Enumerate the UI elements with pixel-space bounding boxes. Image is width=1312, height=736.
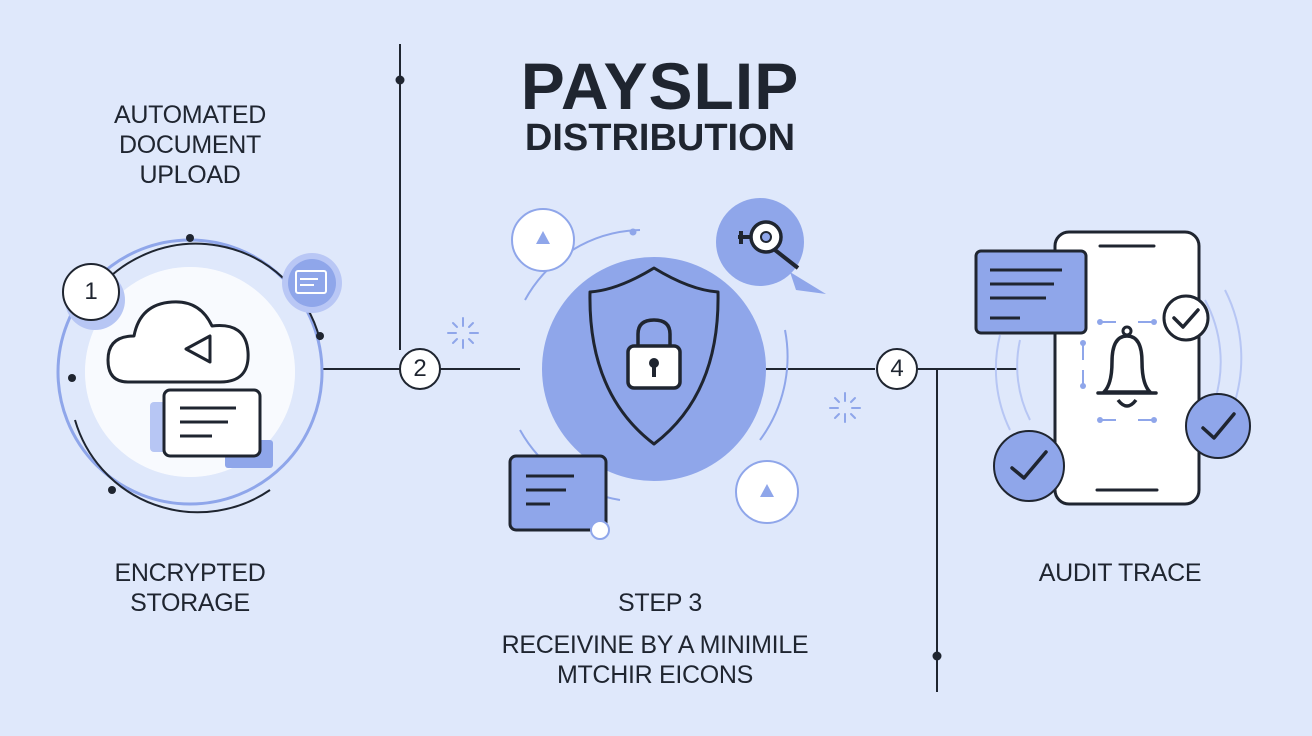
step3-heading: STEP 3: [618, 589, 702, 617]
step1-top-line: AUTOMATED: [114, 101, 266, 129]
step1-bottom-line: STORAGE: [130, 589, 250, 617]
message-card-icon: [974, 249, 1088, 335]
alert-icon: [511, 208, 575, 272]
step4-illustration: [994, 289, 1243, 431]
step1-bottom-label: ENCRYPTED STORAGE: [70, 558, 310, 618]
document-icon: [150, 388, 273, 468]
step1-badge: [62, 263, 125, 330]
connector-lines: [322, 44, 1018, 692]
step3-caption-line: MTCHIR EICONS: [556, 661, 754, 689]
receipt-badge-icon: [282, 253, 342, 313]
page-subtitle: DISTRIBUTION: [524, 117, 796, 159]
step1-top-line: DOCUMENT: [118, 131, 262, 159]
bell-icon: [1080, 319, 1158, 423]
sparkle-icon: [447, 317, 479, 349]
step4-number: 4: [890, 355, 904, 382]
check-icon: [1162, 294, 1210, 342]
check-icon: [993, 430, 1065, 502]
chat-document-icon: [508, 454, 610, 540]
sparkle-icon: [829, 392, 861, 423]
page-title: PAYSLIP: [520, 49, 800, 123]
step2-badge: [399, 348, 441, 390]
step2-number: 2: [413, 355, 427, 382]
step1-number: 1: [84, 278, 98, 305]
step3-caption: RECEIVINE BY A MINIMILE MTCHIR EICONS: [460, 630, 850, 690]
step4-badge: [876, 348, 918, 390]
step3-caption-line: RECEIVINE BY A MINIMILE: [501, 631, 809, 659]
check-icon: [1185, 393, 1251, 459]
connector-dot: [395, 75, 405, 85]
cloud-upload-icon: [106, 300, 250, 384]
phone-icon: [1053, 230, 1201, 506]
connector-dot: [932, 651, 942, 661]
shield-lock-icon: [588, 266, 720, 446]
step4-label: AUDIT TRACE: [1038, 559, 1202, 587]
step1-top-line: UPLOAD: [139, 161, 241, 189]
step1-top-label: AUTOMATED DOCUMENT UPLOAD: [70, 100, 310, 190]
step1-bottom-line: ENCRYPTED: [114, 559, 266, 587]
key-icon: [716, 198, 826, 294]
alert-icon: [735, 460, 799, 524]
